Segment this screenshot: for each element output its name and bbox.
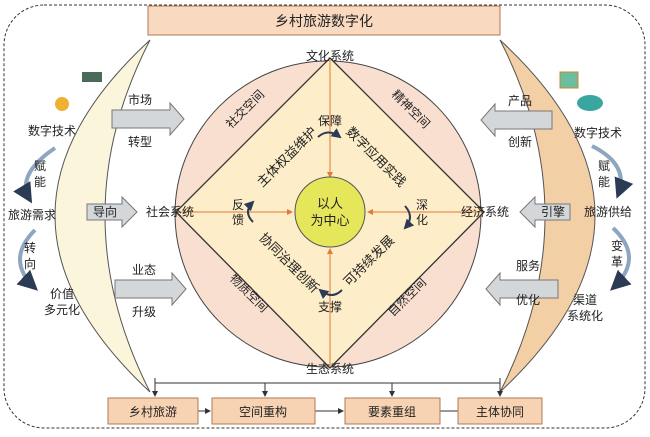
left-arrow-market-top: 市场 bbox=[128, 92, 152, 107]
network-icon bbox=[559, 71, 579, 89]
left-enable-1: 赋 bbox=[34, 159, 46, 173]
left-arrow-market bbox=[111, 101, 185, 137]
right-arrow-product bbox=[480, 102, 553, 138]
right-arrow-service-top: 服务 bbox=[516, 258, 540, 273]
system-left: 社会系统 bbox=[146, 204, 194, 219]
right-channel-1: 渠道 bbox=[573, 293, 597, 307]
bottom-box-1 bbox=[107, 397, 199, 425]
cycle-left-1: 反 bbox=[232, 198, 244, 212]
right-change-arrow bbox=[610, 226, 632, 291]
bottom-box-3 bbox=[344, 397, 441, 425]
left-arrow-guide bbox=[86, 195, 138, 229]
title: 乡村旅游数字化 bbox=[275, 14, 373, 30]
left-turn-2: 向 bbox=[24, 256, 36, 271]
left-enable-2: 能 bbox=[34, 175, 46, 189]
bottom-box-4 bbox=[457, 397, 543, 425]
right-arrow-service-bottom: 优化 bbox=[516, 293, 540, 307]
cycle-left-2: 馈 bbox=[232, 213, 244, 227]
bottom-box-4-label: 主体协同 bbox=[476, 404, 524, 419]
system-right: 经济系统 bbox=[461, 204, 509, 219]
left-arrow-market-bottom: 转型 bbox=[128, 134, 152, 149]
bottom-bus-line bbox=[154, 378, 501, 384]
right-arrow-engine-label: 引擎 bbox=[541, 204, 565, 219]
core-line2: 为中心 bbox=[310, 214, 349, 229]
core-circle bbox=[294, 176, 366, 248]
right-enable-2: 能 bbox=[598, 175, 610, 189]
screen-icon bbox=[82, 72, 102, 82]
bottom-box-3-label: 要素重组 bbox=[368, 405, 416, 419]
vr-user-icon bbox=[55, 97, 69, 111]
cycle-right-2: 化 bbox=[416, 213, 428, 227]
right-supply: 旅游供给 bbox=[584, 205, 632, 219]
left-demand: 旅游需求 bbox=[8, 208, 56, 222]
bottom-box-2-label: 空间重构 bbox=[239, 404, 287, 419]
title-box bbox=[147, 5, 501, 36]
bottom-box-1-label: 乡村旅游 bbox=[129, 405, 177, 419]
right-arrow-product-top: 产品 bbox=[508, 94, 532, 108]
cycle-arrow-right bbox=[403, 205, 415, 230]
right-arrow-engine bbox=[519, 195, 571, 229]
left-turn-arrow bbox=[16, 228, 38, 291]
left-value-1: 价值 bbox=[50, 286, 74, 301]
cycle-bottom: 支撑 bbox=[318, 299, 342, 314]
outer-dashed-frame bbox=[3, 4, 646, 429]
left-enable-arrow bbox=[13, 146, 57, 204]
cycle-arrow-bottom bbox=[318, 288, 343, 299]
cycle-top: 保障 bbox=[318, 113, 342, 128]
cloud-icon bbox=[577, 95, 603, 111]
left-arrow-format-bottom: 升级 bbox=[132, 305, 156, 319]
right-arrow-product-bottom: 创新 bbox=[508, 134, 532, 149]
left-arrow-format bbox=[114, 271, 187, 307]
system-bottom: 生态系统 bbox=[306, 362, 354, 376]
left-tech: 数字技术 bbox=[28, 123, 76, 138]
right-change-1: 变 bbox=[611, 238, 623, 253]
left-value-2: 多元化 bbox=[44, 303, 80, 317]
core-line1: 以人 bbox=[317, 197, 343, 212]
left-arrow-guide-label: 导向 bbox=[93, 204, 117, 219]
right-enable-arrow bbox=[591, 144, 634, 199]
right-enable-1: 赋 bbox=[598, 159, 610, 173]
right-channel-2: 系统化 bbox=[567, 309, 603, 323]
system-top: 文化系统 bbox=[306, 48, 354, 63]
right-tech: 数字技术 bbox=[574, 125, 622, 140]
left-turn-1: 转 bbox=[24, 240, 36, 255]
cycle-arrow-left bbox=[243, 200, 255, 223]
cycle-arrow-top bbox=[317, 128, 342, 139]
right-arrow-service bbox=[485, 271, 559, 307]
cycle-right-1: 深 bbox=[416, 198, 428, 212]
right-change-2: 革 bbox=[611, 255, 623, 269]
left-arrow-format-top: 业态 bbox=[132, 263, 156, 277]
bottom-box-2 bbox=[211, 397, 316, 425]
